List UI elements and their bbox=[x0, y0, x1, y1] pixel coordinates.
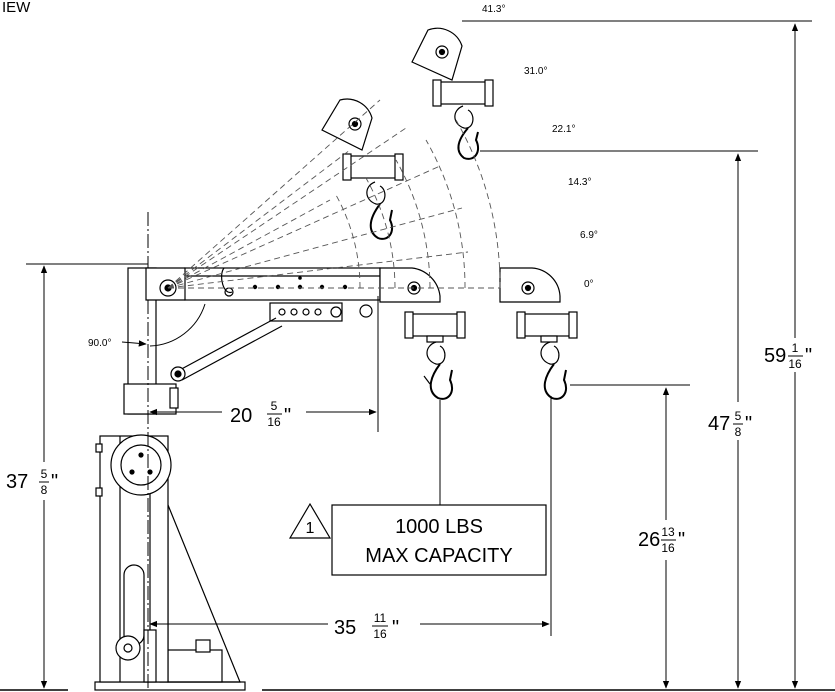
hoist-mid-raised bbox=[321, 98, 404, 240]
dim-reach-max: 35 11 16 " bbox=[334, 611, 399, 641]
svg-text:11: 11 bbox=[374, 611, 387, 625]
boom-angle-label: 90.0° bbox=[88, 338, 111, 349]
svg-text:47: 47 bbox=[708, 413, 730, 435]
dim-hook-height-min: 26 13 16 " bbox=[638, 525, 685, 555]
angle-label: 0° bbox=[584, 279, 594, 290]
dim-overall-height: 59 1 16 " bbox=[764, 341, 812, 371]
crane-boom bbox=[145, 267, 441, 382]
svg-text:1: 1 bbox=[792, 341, 799, 355]
svg-text:35: 35 bbox=[334, 617, 356, 639]
svg-text:16: 16 bbox=[661, 541, 675, 555]
dim-reach-min: 20 5 16 " bbox=[230, 399, 291, 429]
dim-mast-height: 37 5 8 " bbox=[6, 467, 58, 497]
angle-label: 14.3° bbox=[568, 177, 591, 188]
angle-label: 31.0° bbox=[524, 66, 547, 77]
svg-text:": " bbox=[678, 529, 685, 551]
svg-text:26: 26 bbox=[638, 529, 660, 551]
hoist-top-raised bbox=[411, 27, 494, 160]
svg-text:MAX CAPACITY: MAX CAPACITY bbox=[365, 545, 512, 567]
svg-text:": " bbox=[745, 413, 752, 435]
svg-text:8: 8 bbox=[41, 483, 48, 497]
svg-text:16: 16 bbox=[788, 357, 802, 371]
svg-text:": " bbox=[805, 345, 812, 367]
svg-text:16: 16 bbox=[267, 415, 281, 429]
svg-text:5: 5 bbox=[41, 467, 48, 481]
svg-text:8: 8 bbox=[735, 425, 742, 439]
svg-text:37: 37 bbox=[6, 471, 28, 493]
svg-text:5: 5 bbox=[735, 409, 742, 423]
svg-text:16: 16 bbox=[373, 627, 387, 641]
hoist-far bbox=[499, 267, 578, 400]
svg-text:": " bbox=[51, 471, 58, 493]
svg-text:20: 20 bbox=[230, 405, 252, 427]
angle-label: 41.3° bbox=[482, 4, 505, 15]
angle-label: 22.1° bbox=[552, 124, 575, 135]
crane-base bbox=[94, 434, 246, 691]
swing-arcs bbox=[167, 99, 501, 289]
dimension-lines bbox=[26, 20, 812, 689]
svg-text:1: 1 bbox=[306, 520, 315, 537]
angle-label: 6.9° bbox=[580, 230, 598, 241]
svg-text:": " bbox=[284, 405, 291, 427]
view-label: IEW bbox=[2, 0, 31, 16]
svg-text:1000 LBS: 1000 LBS bbox=[395, 516, 483, 538]
svg-text:59: 59 bbox=[764, 345, 786, 367]
dim-hook-height-max: 47 5 8 " bbox=[708, 409, 752, 439]
capacity-note: 1 1000 LBS MAX CAPACITY bbox=[288, 502, 547, 576]
svg-text:13: 13 bbox=[661, 525, 675, 539]
svg-text:": " bbox=[392, 617, 399, 639]
boom-angle-leader bbox=[121, 340, 147, 347]
hoist-at-boom-end bbox=[404, 311, 466, 400]
svg-text:5: 5 bbox=[271, 399, 278, 413]
